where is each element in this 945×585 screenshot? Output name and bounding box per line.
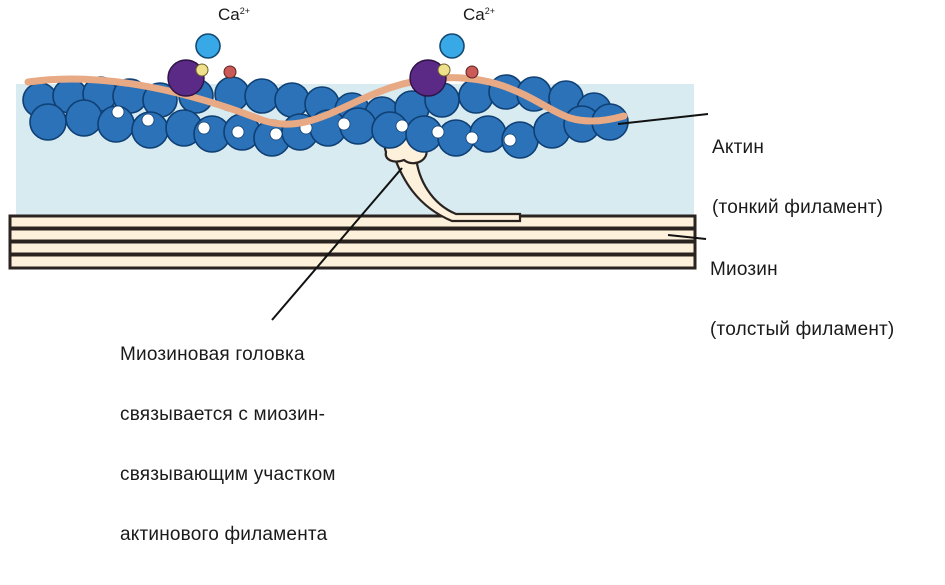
- calcium-ion: [196, 34, 220, 58]
- actin-name: Актин: [712, 138, 883, 158]
- calcium-ion: [440, 34, 464, 58]
- myosin-binding-site: [466, 132, 478, 144]
- myosin-head-caption: Миозиновая головка связывается с миозин-…: [120, 305, 336, 585]
- myosin-binding-site: [396, 120, 408, 132]
- calcium-symbol: Ca: [463, 5, 485, 24]
- myosin-binding-site: [338, 118, 350, 130]
- myosin-binding-site: [198, 122, 210, 134]
- actin-bead: [245, 79, 279, 113]
- actin-bead: [66, 100, 102, 136]
- troponin-yellow-subunit: [438, 64, 450, 76]
- caption-line: связывающим участком: [120, 465, 336, 485]
- myosin-binding-site: [112, 106, 124, 118]
- calcium-symbol: Ca: [218, 5, 240, 24]
- calcium-label: Ca2+: [218, 2, 250, 24]
- myosin-binding-site: [142, 114, 154, 126]
- actin-description: (тонкий филамент): [712, 198, 883, 218]
- calcium-label: Ca2+: [463, 2, 495, 24]
- myosin-strand: [10, 242, 695, 254]
- caption-line: связывается с миозин-: [120, 405, 336, 425]
- troponin-red-subunit: [466, 66, 478, 78]
- myosin-description: (толстый филамент): [710, 320, 894, 340]
- myosin-binding-site: [232, 126, 244, 138]
- caption-line: актинового филамента: [120, 525, 336, 545]
- actin-bead: [275, 83, 309, 117]
- myosin-binding-site: [270, 128, 282, 140]
- myosin-binding-site: [504, 134, 516, 146]
- actin-bead: [30, 104, 66, 140]
- myosin-strand: [10, 229, 695, 241]
- calcium-charge: 2+: [240, 6, 250, 16]
- troponin-red-subunit: [224, 66, 236, 78]
- muscle-contraction-diagram: Ca2+ Ca2+ Актин (тонкий филамент) Миозин…: [0, 0, 945, 391]
- myosin-thick-filament: [10, 216, 695, 268]
- calcium-charge: 2+: [485, 6, 495, 16]
- myosin-name: Миозин: [710, 260, 894, 280]
- myosin-binding-site: [432, 126, 444, 138]
- myosin-strand: [10, 255, 695, 268]
- myosin-label: Миозин (толстый филамент): [710, 220, 894, 380]
- caption-line: Миозиновая головка: [120, 345, 336, 365]
- troponin-yellow-subunit: [196, 64, 208, 76]
